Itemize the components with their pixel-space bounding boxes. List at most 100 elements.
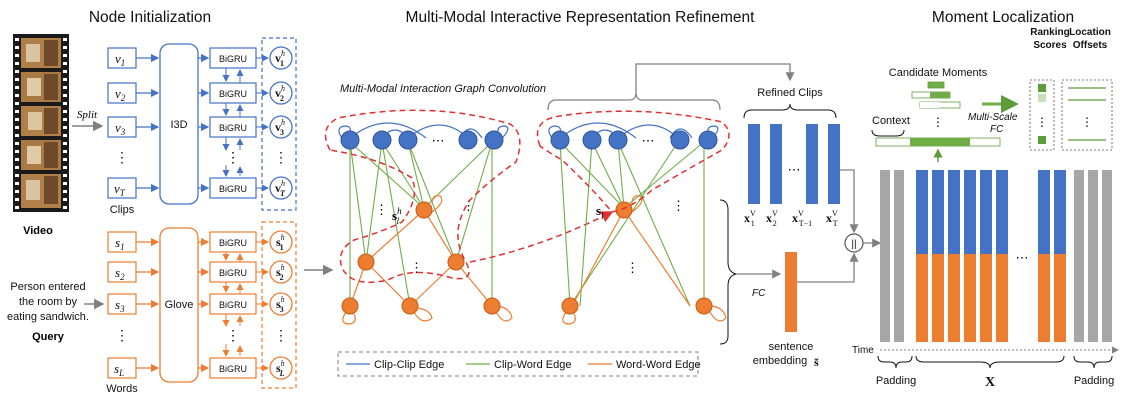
svg-text:⋮: ⋮ xyxy=(932,115,944,129)
svg-text:vT: vT xyxy=(114,181,126,198)
edge-legend: Clip-Clip Edge Clip-Word Edge Word-Word … xyxy=(337,351,701,377)
glove-label: Glove xyxy=(165,299,194,311)
svg-text:v2: v2 xyxy=(115,86,126,103)
svg-text:⋮: ⋮ xyxy=(274,329,288,344)
svg-text:⋮: ⋮ xyxy=(274,151,288,166)
graph-2: ⋯ ⋮ ⋮ sl xyxy=(536,110,730,325)
split-label: Split xyxy=(77,109,98,121)
svg-text:s̃: s̃ xyxy=(814,355,819,369)
header-refinement: Multi-Modal Interactive Representation R… xyxy=(406,9,756,26)
clip-v2: v xyxy=(115,86,121,101)
node-s-l: sl xyxy=(596,203,604,221)
video-frames xyxy=(21,38,61,208)
query-text-line2: the room by xyxy=(19,296,78,308)
query-text-line1: Person entered xyxy=(10,281,85,293)
word-hidden-box xyxy=(261,221,297,389)
words-label: Words xyxy=(106,383,138,395)
svg-text:shL: shL xyxy=(276,359,285,378)
svg-text:sL: sL xyxy=(114,361,124,378)
context-label: Context xyxy=(872,115,910,127)
svg-text:vhT: vhT xyxy=(275,179,286,198)
i3d-label: I3D xyxy=(170,119,187,131)
legend-clip-word: Clip-Word Edge xyxy=(494,359,571,371)
bigru-video-column: BiGRU BiGRU BiGRU ⋮ BiGRU xyxy=(209,47,269,199)
candidate-moments: ⋮ xyxy=(875,81,1001,147)
bigru-query-column: BiGRU BiGRU BiGRU ⋮ BiGRU xyxy=(209,231,269,379)
padding-left-label: Padding xyxy=(876,375,916,387)
svg-text:⋮: ⋮ xyxy=(626,260,639,275)
clip-v3: v xyxy=(115,120,121,135)
sentence-label-1: sentence xyxy=(769,341,814,353)
svg-text:v3: v3 xyxy=(115,120,126,137)
svg-text:||: || xyxy=(851,239,856,250)
svg-text:sh3: sh3 xyxy=(276,295,285,314)
header-moment-localization: Moment Localization xyxy=(932,9,1074,26)
location-offsets-box xyxy=(1061,79,1113,151)
svg-text:⋮: ⋮ xyxy=(226,327,240,343)
i3d-encoder-box xyxy=(159,43,199,205)
feature-map-x xyxy=(880,170,1112,342)
svg-text:BiGRU: BiGRU xyxy=(219,300,247,310)
sentence-embedding-bar xyxy=(785,252,797,332)
svg-text:sh2: sh2 xyxy=(276,263,285,282)
video-filmstrip xyxy=(13,34,69,212)
svg-text:⋮: ⋮ xyxy=(115,151,129,166)
svg-text:⋮: ⋮ xyxy=(375,202,388,217)
svg-text:⋮: ⋮ xyxy=(1081,115,1093,129)
x-matrix-label: X xyxy=(985,375,995,390)
svg-text:⋮: ⋮ xyxy=(410,260,423,275)
query-label: Query xyxy=(32,331,65,343)
candidate-moments-label: Candidate Moments xyxy=(889,67,988,79)
fc-label: FC xyxy=(752,288,766,299)
refined-clips-title: Refined Clips xyxy=(757,87,823,99)
refined-clip-bars xyxy=(748,124,840,204)
multiscale-label: Multi-Scale xyxy=(968,112,1018,123)
svg-text:BiGRU: BiGRU xyxy=(219,89,247,99)
svg-text:vh3: vh3 xyxy=(275,118,285,137)
svg-text:⋯: ⋯ xyxy=(788,162,801,177)
svg-text:⋮: ⋮ xyxy=(1036,115,1048,129)
legend-word-word: Word-Word Edge xyxy=(616,359,701,371)
svg-text:s2: s2 xyxy=(115,265,125,282)
svg-text:BiGRU: BiGRU xyxy=(219,184,247,194)
query-text-line3: eating sandwich. xyxy=(7,311,89,323)
clip-vT: v xyxy=(114,181,120,196)
glove-encoder-box xyxy=(159,227,199,383)
location-label-1: Location xyxy=(1069,27,1111,38)
svg-text:sh1: sh1 xyxy=(276,233,285,252)
svg-text:⋮: ⋮ xyxy=(226,149,240,165)
svg-text:⋯: ⋯ xyxy=(642,133,655,148)
svg-text:BiGRU: BiGRU xyxy=(219,364,247,374)
graph-title: Multi-Modal Interaction Graph Convolutio… xyxy=(340,83,546,95)
time-label: Time xyxy=(852,345,874,356)
word-input-nodes: s1 s2 s3 ⋮ sL xyxy=(107,231,137,379)
svg-text:BiGRU: BiGRU xyxy=(219,54,247,64)
clip-input-nodes: v1 v2 v3 ⋮ vT xyxy=(107,47,137,199)
legend-clip-clip: Clip-Clip Edge xyxy=(374,359,444,371)
ranking-label-1: Ranking xyxy=(1030,27,1069,38)
padding-right-label: Padding xyxy=(1074,375,1114,387)
svg-text:xVT: xVT xyxy=(826,209,838,228)
location-label-2: Offsets xyxy=(1073,40,1108,51)
svg-text:BiGRU: BiGRU xyxy=(219,268,247,278)
multiscale-fc-label: FC xyxy=(990,124,1004,135)
header-node-initialization: Node Initialization xyxy=(89,9,211,26)
sentence-label-2: embedding xyxy=(753,355,807,367)
svg-text:⋯: ⋯ xyxy=(1016,250,1029,265)
clip-v1: v xyxy=(115,51,121,66)
svg-text:⋯: ⋯ xyxy=(432,133,445,148)
video-label: Video xyxy=(23,225,53,237)
svg-text:⋮: ⋮ xyxy=(672,198,685,213)
svg-text:v1: v1 xyxy=(115,51,125,68)
svg-text:⋮: ⋮ xyxy=(115,329,129,344)
svg-text:vh2: vh2 xyxy=(275,84,285,103)
svg-text:xV1: xV1 xyxy=(744,209,756,228)
ranking-label-2: Scores xyxy=(1033,40,1067,51)
video-hidden-box xyxy=(261,37,297,211)
svg-text:s1: s1 xyxy=(115,235,125,252)
